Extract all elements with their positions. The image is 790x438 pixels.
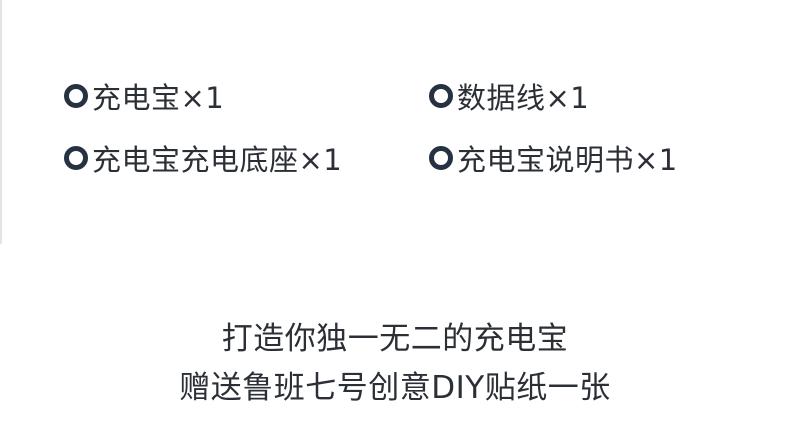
item-label: 充电宝说明书×1 (457, 143, 678, 177)
circle-bullet-icon (429, 146, 453, 170)
promo-headline: 打造你独一无二的充电宝 (221, 321, 569, 357)
list-item: 充电宝充电底座×1 (64, 138, 342, 178)
promo-gift-note: 赠送鲁班七号创意DIY贴纸一张 (179, 370, 611, 406)
circle-bullet-icon (64, 146, 88, 170)
list-item: 充电宝说明书×1 (429, 138, 678, 178)
circle-bullet-icon (64, 84, 88, 108)
package-contents-list: 充电宝×1 数据线×1 充电宝充电底座×1 充电宝说明书×1 (64, 72, 744, 192)
item-label: 数据线×1 (457, 81, 590, 115)
item-label: 充电宝×1 (92, 81, 225, 115)
list-item: 充电宝×1 (64, 76, 224, 116)
item-label: 充电宝充电底座×1 (92, 143, 343, 177)
left-divider (0, 0, 2, 244)
list-item: 数据线×1 (429, 76, 589, 116)
circle-bullet-icon (429, 84, 453, 108)
